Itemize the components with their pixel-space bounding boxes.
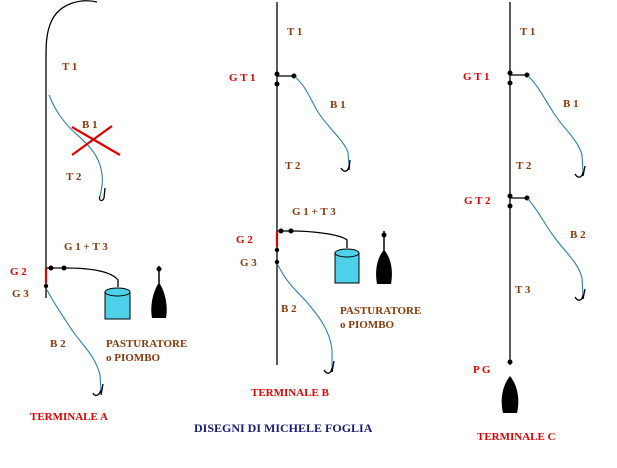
- terminal-a-cross-mark: [71, 125, 113, 156]
- terminal-c-gt1-swivel: [507, 70, 513, 76]
- terminal-b-g2-label: G 2: [236, 234, 253, 246]
- terminal-c-b2-label: B 2: [570, 229, 586, 241]
- terminal-b-g1-t3-label: G 1 + T 3: [292, 206, 336, 218]
- terminal-a-swivel-dot: [48, 265, 54, 271]
- terminal-b-b1-leader: [294, 76, 350, 167]
- terminal-a-feeder-label-1: PASTURATORE: [106, 338, 187, 350]
- terminal-b-feeder: [334, 248, 360, 284]
- terminal-c: T 1 G T 1 B 1 T 2 G T 2 B 2 T 3 P G TERM…: [463, 2, 586, 443]
- terminal-a-t2-label: T 2: [66, 171, 82, 183]
- terminal-a-title: TERMINALE A: [30, 411, 108, 423]
- terminal-b-t2-label: T 2: [285, 160, 301, 172]
- terminal-b-b1-hook: [340, 159, 351, 172]
- terminal-c-sinker: [501, 359, 519, 413]
- terminal-a-g3-label: G 3: [12, 288, 29, 300]
- terminal-a-t1-label: T 1: [62, 61, 77, 73]
- terminal-a-g2-label: G 2: [10, 266, 27, 278]
- terminal-c-gt2-swivel: [507, 193, 513, 199]
- terminal-c-t3-label: T 3: [515, 284, 531, 296]
- terminal-c-b1-hook: [574, 165, 586, 178]
- terminal-c-title: TERMINALE C: [477, 431, 556, 443]
- terminal-a-sinker: [151, 266, 167, 318]
- terminal-b-gt1-swivel: [274, 71, 280, 77]
- terminal-a-b1-label: B 1: [82, 119, 98, 131]
- terminal-b-feeder-label-1: PASTURATORE: [340, 305, 421, 317]
- author-credit: DISEGNI DI MICHELE FOGLIA: [194, 421, 373, 435]
- terminal-c-gt2-label: G T 2: [464, 195, 491, 207]
- terminal-b-feeder-label-2: o PIOMBO: [340, 319, 395, 331]
- terminal-a-feeder-label-2: o PIOMBO: [106, 352, 161, 364]
- terminal-b-g3-swivel: [274, 247, 280, 253]
- terminal-a-b2-label: B 2: [50, 338, 66, 350]
- terminal-c-pg-label: P G: [473, 364, 491, 376]
- terminal-a-g3-swivel: [43, 283, 49, 289]
- terminal-c-b1-leader: [527, 75, 584, 173]
- terminal-b-sinker: [376, 231, 392, 284]
- terminal-a-feeder: [104, 287, 131, 320]
- terminal-a: T 1 B 1 T 2 G 1 + T 3 G 2 G 3 B 2 PASTUR…: [10, 0, 187, 423]
- terminal-b: T 1 G T 1 B 1 T 2 G 1 + T 3 G 2 G 3 B 2 …: [229, 2, 421, 399]
- terminal-b-title: TERMINALE B: [251, 387, 330, 399]
- terminal-b-g3-label: G 3: [240, 257, 257, 269]
- terminal-c-b2-hook: [574, 288, 586, 301]
- terminal-b-b2-hook: [323, 360, 335, 374]
- terminal-a-main-line: [45, 0, 98, 298]
- terminal-a-b1-hook: [98, 187, 106, 202]
- terminal-a-g1-t3-label: G 1 + T 3: [64, 241, 108, 253]
- terminal-b-b1-label: B 1: [330, 99, 346, 111]
- terminal-b-gt1-label: G T 1: [229, 72, 256, 84]
- terminal-c-b1-label: B 1: [563, 98, 579, 110]
- terminal-b-swivel-dot: [278, 228, 284, 234]
- terminal-c-gt1-label: G T 1: [463, 71, 490, 83]
- terminal-c-t1-label: T 1: [520, 26, 535, 38]
- terminal-b-t1-label: T 1: [287, 26, 302, 38]
- terminal-b-b2-leader: [277, 264, 333, 368]
- terminal-b-b2-label: B 2: [281, 303, 297, 315]
- terminal-a-b2-hook: [92, 383, 104, 397]
- terminal-c-b2-leader: [527, 198, 584, 296]
- terminal-a-b1-leader: [48, 94, 103, 197]
- terminal-c-t2-label: T 2: [516, 160, 532, 172]
- terminal-a-b2-leader: [46, 289, 102, 391]
